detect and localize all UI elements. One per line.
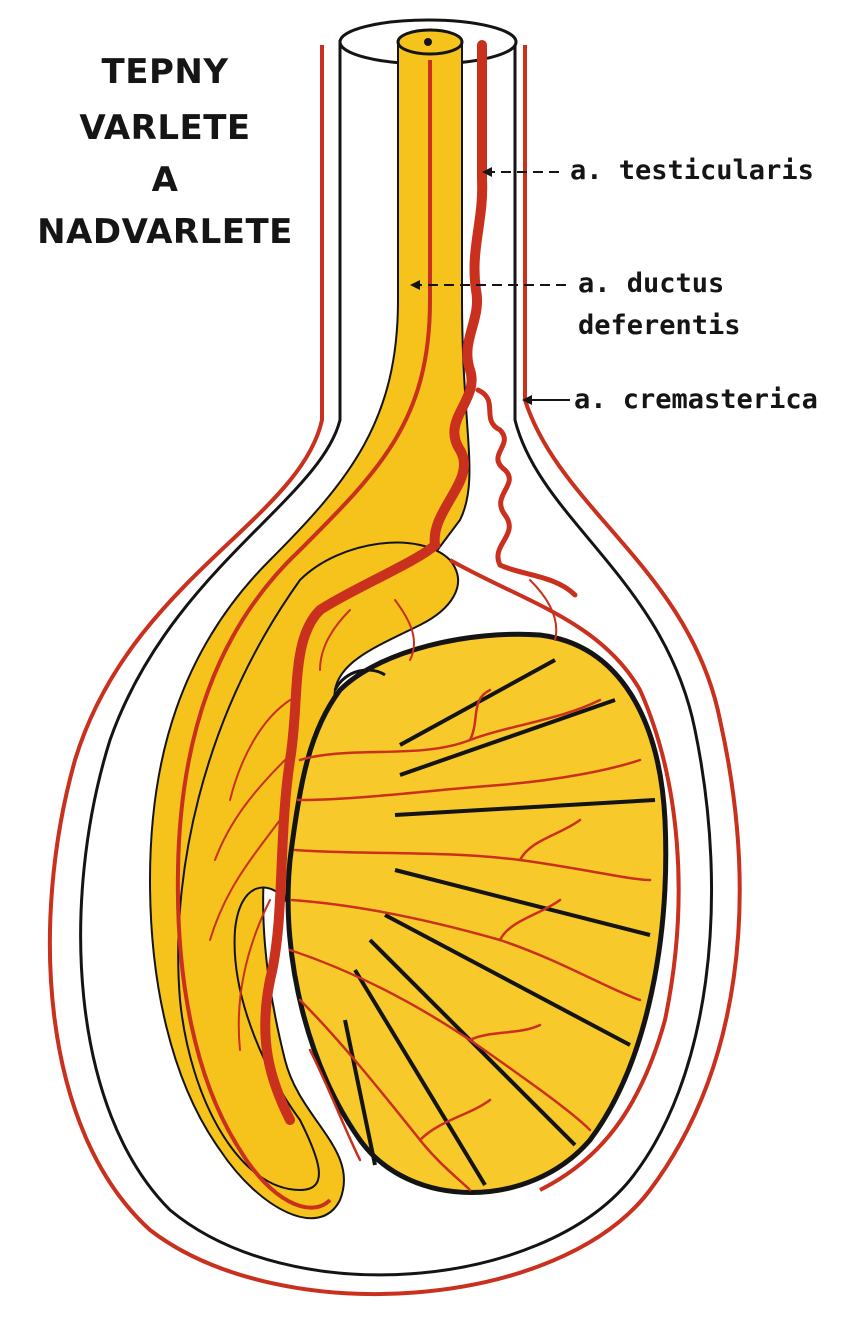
title-line-4: NADVARLETE [0, 212, 330, 252]
title-line-1: TEPNY [0, 52, 330, 92]
label-testicularis: a. testicularis [570, 155, 814, 186]
label-cremasterica: a. cremasterica [574, 384, 818, 415]
label-ductus-line2: deferentis [578, 310, 741, 341]
ductus-lumen [424, 38, 432, 46]
label-ductus-line1: a. ductus [578, 268, 724, 299]
title-line-3: A [0, 160, 330, 200]
title-line-2: VARLETE [0, 108, 330, 148]
